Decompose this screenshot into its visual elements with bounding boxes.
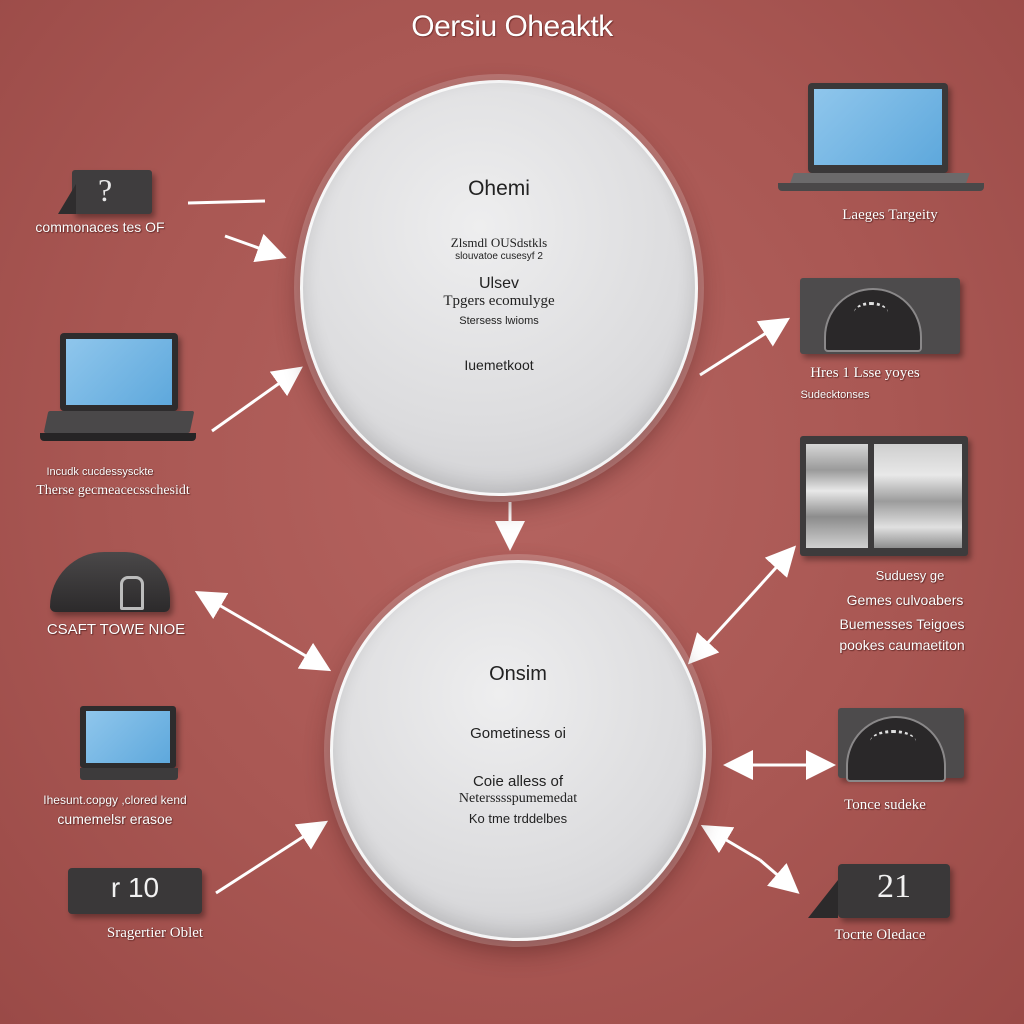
right-node-label: Buemesses Teigoes (839, 616, 965, 632)
top-hub-line: slouvatoe cusesyf 2 (455, 251, 543, 262)
left-node-label: Ihesunt.copgy ,clored kend (43, 793, 187, 807)
date-display-text: 21 (877, 868, 911, 905)
left-node-label: Incudk cucdessysckte (46, 466, 154, 478)
connector-arrow (261, 628, 332, 672)
connector-arrow (759, 858, 800, 894)
left-node-label: cumemelsr erasoe (57, 811, 173, 827)
mouse-icon (50, 552, 170, 612)
bottom-hub-line: Netersssspumemedat (458, 791, 578, 806)
left-node-label: commonaces tes OF (35, 219, 165, 235)
right-node-label: Hres 1 Lsse yoyes (810, 365, 920, 381)
top-hub-heading: Ohemi (468, 177, 530, 200)
laptop-icon (40, 333, 196, 453)
date-display-text: r 10 (110, 872, 160, 903)
connector-arrow (215, 820, 329, 895)
calendar-date-icon: r 10 (68, 868, 202, 914)
connector-arrow (224, 233, 287, 263)
connector-arrow (194, 590, 263, 632)
top-hub-circle: Ohemi Zlsmdl OUSdstkls slouvatoe cusesyf… (300, 80, 698, 496)
top-hub-line: Zlsmdl OUSdstkls (450, 235, 548, 250)
connector-arrow (743, 545, 797, 604)
diagram-title: Oersiu Oheaktk (411, 10, 613, 43)
bottom-hub-line: Ko tme trddelbes (468, 811, 568, 826)
right-node-label: Gemes culvoabers (846, 592, 964, 608)
laptop-icon (778, 83, 984, 195)
right-node-label: Sudecktonses (800, 389, 870, 401)
top-hub-line: Iuemetkoot (464, 357, 534, 373)
connector-arrow (700, 824, 761, 862)
right-node-label: Tonce sudeke (844, 797, 926, 813)
right-node-label: Tocrte Oledace (834, 927, 926, 943)
calendar-date-icon: 21 (808, 864, 952, 918)
top-hub-line: Tpgers ecomulyge (443, 293, 555, 309)
laptop-icon (80, 706, 178, 782)
right-node-label: Laeges Targeity (842, 207, 938, 223)
right-node-label: Suduesy ge (875, 568, 945, 583)
top-hub-line: Stersess lwioms (459, 315, 539, 327)
bottom-hub-line: Gometiness oi (470, 725, 566, 742)
gauge-icon (838, 708, 964, 784)
window-panels-icon (800, 436, 968, 556)
bottom-hub-circle: Onsim Gometiness oi Coie alless of Neter… (330, 560, 706, 941)
left-node-label: Therse gecmeacecsschesidt (36, 483, 190, 498)
right-node-label: pookes caumaetiton (839, 637, 965, 653)
left-node-label: CSAFT TOWE NIOE (46, 621, 186, 638)
bottom-hub-line: Coie alless of (472, 773, 564, 790)
top-hub-line: Ulsev (478, 275, 519, 292)
left-node-label: Sragertier Oblet (106, 925, 204, 941)
connector-arrow (687, 600, 747, 665)
connector-line (187, 199, 266, 205)
connector-arrow (211, 366, 303, 433)
question-sign-icon: ? (58, 170, 152, 214)
connector-arrow (699, 317, 791, 377)
gauge-icon (800, 278, 960, 354)
bottom-hub-heading: Onsim (489, 663, 547, 685)
